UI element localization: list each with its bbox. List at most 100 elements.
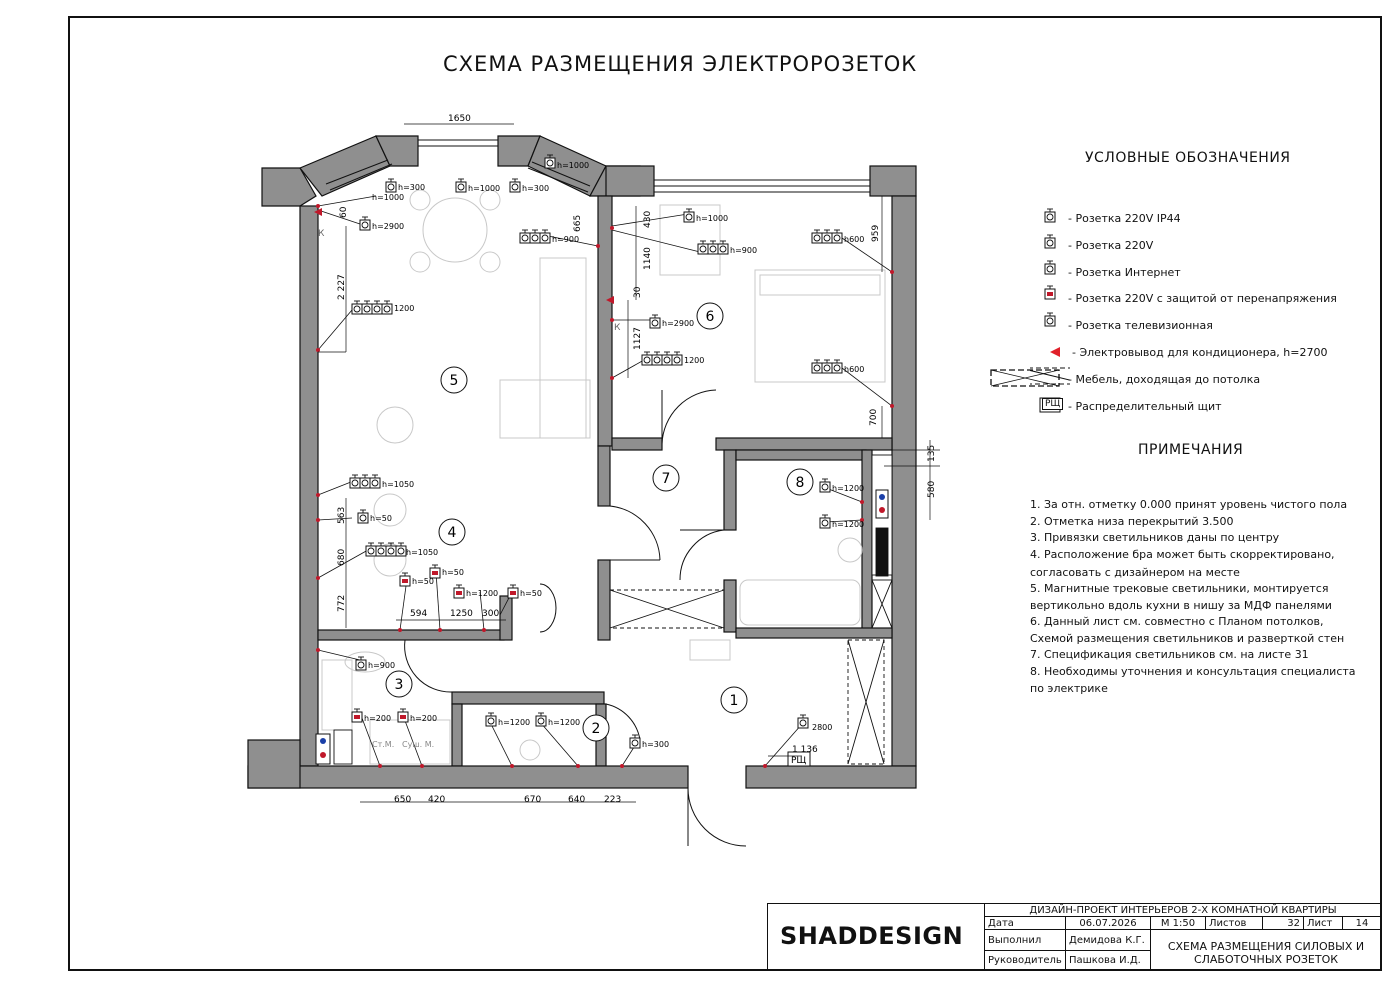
label-h900b: h=900 [730, 246, 757, 255]
label-h600a: h600 [844, 235, 864, 244]
sheet-title-line-1: СХЕМА РАЗМЕЩЕНИЯ СИЛОВЫХ И [1167, 940, 1365, 953]
walls [247, 135, 917, 789]
label-h1000a: h=1000 [372, 193, 404, 202]
label-h200b: h=200 [410, 714, 437, 723]
note-line: 8. Необходимы уточнения и консультация с… [1030, 665, 1356, 678]
sheet-value: 14 [1342, 916, 1382, 930]
label-h1050b: h=1050 [406, 548, 438, 557]
legend-panel-symbol: РЩ [1042, 398, 1064, 410]
label-h900c: h=900 [368, 661, 395, 670]
legend-item-panel: - Распределительный щит [1068, 400, 1222, 413]
lead-value: Пашкова И.Д. [1065, 950, 1151, 971]
legend-item-internet: - Розетка Интернет [1068, 266, 1181, 279]
date-value: 06.07.2026 [1065, 916, 1151, 930]
label-h1200a: h=1200 [466, 589, 498, 598]
page-title: СХЕМА РАЗМЕЩЕНИЯ ЭЛЕКТРОРОЗЕТОК [443, 52, 918, 76]
dim-680: 680 [337, 549, 347, 566]
label-h50a: h=50 [370, 514, 392, 523]
legend-item-ip44: - Розетка 220V IP44 [1068, 212, 1181, 225]
label-h900a: h=900 [552, 235, 579, 244]
label-h300a: h=300 [398, 183, 425, 192]
label-k2: К [614, 323, 621, 333]
legend-item-tv: - Розетка телевизионная [1068, 319, 1213, 332]
note-line: 1. За отн. отметку 0.000 принят уровень … [1030, 498, 1348, 511]
author-label: Выполнил [984, 929, 1066, 951]
room-7: 7 [662, 471, 671, 487]
note-line: 4. Расположение бра может быть скорректи… [1030, 548, 1335, 561]
label-2800: 2800 [812, 723, 832, 732]
dim-30: 30 [633, 286, 643, 298]
furniture-icon [1030, 367, 1070, 385]
label-h1200e: h=1200 [548, 718, 580, 727]
label-h1200b: h=1200 [832, 484, 864, 493]
label-1200b: 1200 [684, 356, 704, 365]
socket-icon [1044, 234, 1056, 249]
legend-title: УСЛОВНЫЕ ОБОЗНАЧЕНИЯ [1085, 150, 1291, 166]
label-h1200d: h=1200 [498, 718, 530, 727]
label-h300c: h=300 [642, 740, 669, 749]
author-value: Демидова К.Г. [1065, 929, 1151, 951]
title-block: ДИЗАЙН-ПРОЕКТ ИНТЕРЬЕРОВ 2-Х КОМНАТНОЙ К… [767, 903, 1382, 971]
dim-665: 665 [573, 215, 583, 232]
dim-650: 650 [394, 795, 411, 805]
label-h600b: h600 [844, 365, 864, 374]
dim-1127: 1127 [633, 327, 643, 350]
dim-300: 300 [482, 609, 499, 619]
tv-socket-icon [1044, 312, 1056, 327]
dim-1140: 1140 [643, 247, 653, 270]
label-h1000c: h=1000 [557, 161, 589, 170]
sheets-value: 32 [1262, 916, 1304, 930]
notes-title: ПРИМЕЧАНИЯ [1138, 442, 1244, 458]
label-h1050a: h=1050 [382, 480, 414, 489]
note-line: согласовать с дизайнером на месте [1030, 566, 1240, 579]
label-1200a: 1200 [394, 304, 414, 313]
dim-135: 135 [927, 445, 937, 462]
label-h1000b: h=1000 [468, 184, 500, 193]
label-h50b: h=50 [412, 577, 434, 586]
dim-2227: 2 227 [337, 274, 347, 300]
note-line: 3. Привязки светильников даны по центру [1030, 531, 1280, 544]
label-h1200c: h=1200 [832, 520, 864, 529]
surge-socket-icon [1044, 285, 1056, 300]
dim-420: 420 [428, 795, 445, 805]
legend-item-socket: - Розетка 220V [1068, 239, 1154, 252]
dim-772: 772 [337, 595, 347, 612]
label-k1: К [318, 229, 325, 239]
room-3: 3 [395, 677, 404, 693]
note-line: вертикольно вдоль кухни в нишу за МДФ па… [1030, 599, 1332, 612]
room-1: 1 [730, 693, 739, 709]
project-name: ДИЗАЙН-ПРОЕКТ ИНТЕРЬЕРОВ 2-Х КОМНАТНОЙ К… [984, 903, 1382, 917]
note-line: 2. Отметка низа перекрытий 3.500 [1030, 515, 1234, 528]
dim-563: 563 [337, 507, 347, 524]
sheets-label: Листов [1205, 916, 1263, 930]
label-h2900a: h=2900 [372, 222, 404, 231]
label-h200a: h=200 [364, 714, 391, 723]
sheet-title-line-2: СЛАБОТОЧНЫХ РОЗЕТОК [1193, 953, 1339, 966]
dim-223: 223 [604, 795, 621, 805]
ac-outlet-icon [1050, 347, 1060, 357]
dim-594: 594 [410, 609, 427, 619]
label-h1000d: h=1000 [696, 214, 728, 223]
label-h300b: h=300 [522, 184, 549, 193]
panel-label: РЩ [791, 756, 806, 766]
note-line: 5. Магнитные трековые светильники, монти… [1030, 582, 1329, 595]
dim-959: 959 [871, 225, 881, 242]
socket-ip44-icon [1044, 208, 1056, 223]
note-line: 6. Данный лист см. совместно с Планом по… [1030, 615, 1324, 628]
internet-socket-icon [1044, 260, 1056, 275]
dim-700: 700 [869, 409, 879, 426]
legend-item-furniture: - Мебель, доходящая до потолка [1068, 373, 1261, 386]
drawing-frame [68, 16, 1382, 971]
dim-1250: 1250 [450, 609, 473, 619]
dim-580: 580 [927, 481, 937, 498]
date-label: Дата [984, 916, 1066, 930]
room-5: 5 [450, 373, 459, 389]
room-8: 8 [796, 475, 805, 491]
label-h50c: h=50 [442, 568, 464, 577]
dim-1136: 1 136 [792, 745, 818, 755]
dim-670: 670 [524, 795, 541, 805]
legend-furniture-icon [990, 369, 1060, 387]
shaddesign-logo: SHADDESIGN [780, 922, 964, 950]
scale-value: М 1:50 [1150, 916, 1206, 930]
